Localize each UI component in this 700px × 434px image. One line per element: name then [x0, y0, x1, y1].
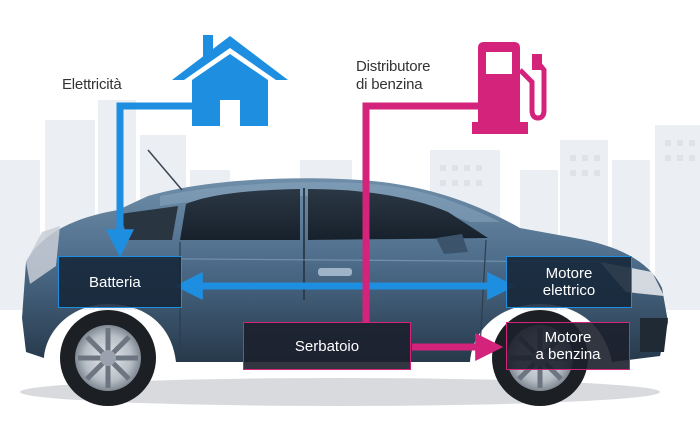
electric-motor-label: Motore elettrico	[542, 265, 596, 299]
electric-motor-box: Motore elettrico	[506, 256, 632, 308]
fuel-pump-icon	[472, 42, 547, 134]
fuel-station-label: Distributore di benzina	[356, 58, 431, 93]
electric-flow-lines	[106, 102, 516, 300]
car-shadow	[20, 378, 660, 406]
electricity-label: Elettricità	[62, 76, 122, 93]
petrol-engine-box: Motore a benzina	[506, 322, 630, 370]
rear-wheel	[60, 310, 156, 406]
rear-window	[180, 189, 300, 240]
house-icon	[172, 35, 288, 126]
tank-label: Serbatoio	[294, 337, 360, 355]
tank-box: Serbatoio	[243, 322, 411, 370]
front-window	[308, 189, 488, 240]
fuel-flow-lines	[362, 102, 504, 361]
hybrid-car	[22, 149, 668, 362]
battery-box: Batteria	[58, 256, 182, 308]
skyline-windows	[440, 140, 695, 186]
petrol-engine-label: Motore a benzina	[535, 329, 601, 363]
battery-label: Batteria	[89, 273, 141, 291]
